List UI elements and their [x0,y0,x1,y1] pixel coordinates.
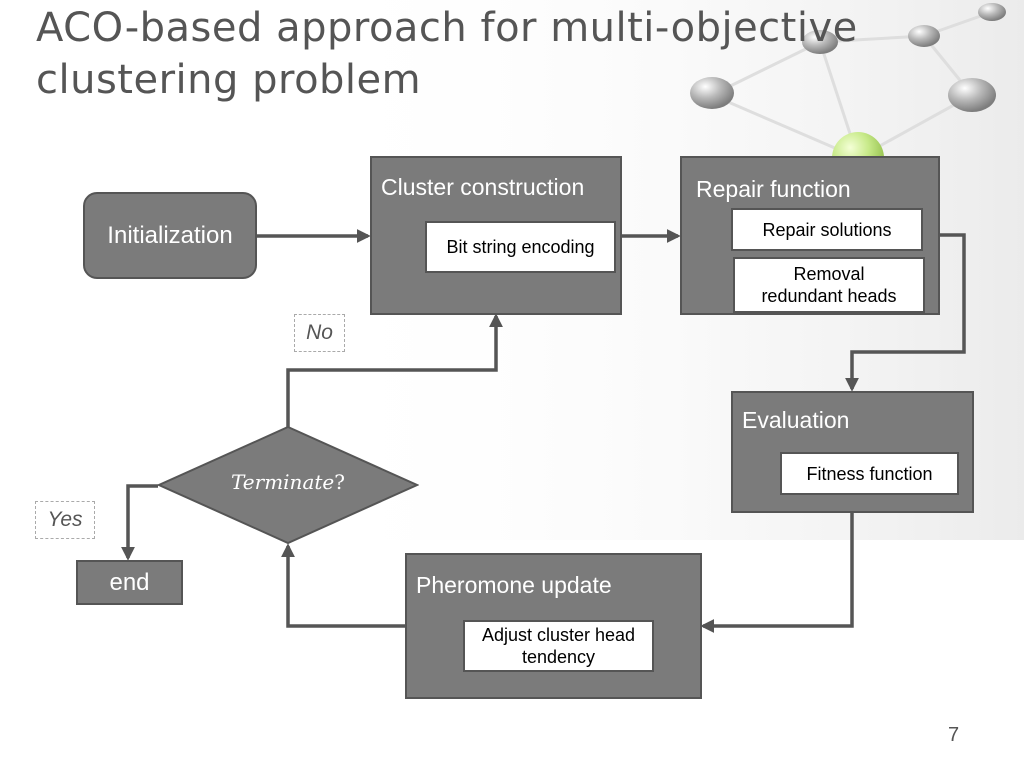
tendency-label: tendency [521,647,596,667]
terminate-decision [157,425,419,545]
bit-string-encoding-box: Bit string encoding [425,221,616,273]
yes-label-box: Yes [35,501,95,539]
arrow-terminate-yes-to-end [121,484,158,561]
arrow-pheromone-to-terminate [281,543,405,628]
no-label: No [306,321,333,344]
terminate-diamond-shape [157,425,419,545]
pheromone-update-title: Pheromone update [416,572,612,598]
repair-solutions-label: Repair solutions [762,219,892,240]
repair-solutions-box: Repair solutions [731,208,923,251]
cluster-construction-title: Cluster construction [381,174,585,200]
slide-title-line-1: ACO-based approach for multi-objective [36,5,858,51]
repair-function-title: Repair function [696,176,851,202]
yes-label: Yes [47,508,83,531]
arrow-repair-to-evaluation [845,233,966,392]
arrow-terminate-no-to-cluster-construction [286,313,503,427]
terminate-question-mark: ? [334,470,345,494]
bit-string-encoding-label: Bit string encoding [446,237,595,257]
adjust-cluster-head-label: Adjust cluster head [481,625,636,645]
removal-label: Removal [793,264,865,284]
arrow-evaluation-to-pheromone [700,513,854,633]
fitness-function-box: Fitness function [780,452,959,495]
initialization-label: Initialization [107,221,233,249]
end-box: end [76,560,183,605]
no-label-box: No [294,314,345,352]
terminate-word: Terminate [231,470,335,494]
page-number: 7 [948,724,960,746]
removal-redundant-heads-box: Removal redundant heads [733,257,925,313]
fitness-function-label: Fitness function [806,463,933,484]
initialization-box: Initialization [83,192,257,279]
redundant-heads-label: redundant heads [761,286,897,306]
end-label: end [109,568,150,596]
slide-title: ACO-based approach for multi-objective c… [36,2,858,106]
evaluation-title: Evaluation [742,407,850,433]
terminate-label: Terminate? [157,470,419,494]
adjust-cluster-head-box: Adjust cluster head tendency [463,620,654,672]
slide-title-line-2: clustering problem [36,57,422,103]
